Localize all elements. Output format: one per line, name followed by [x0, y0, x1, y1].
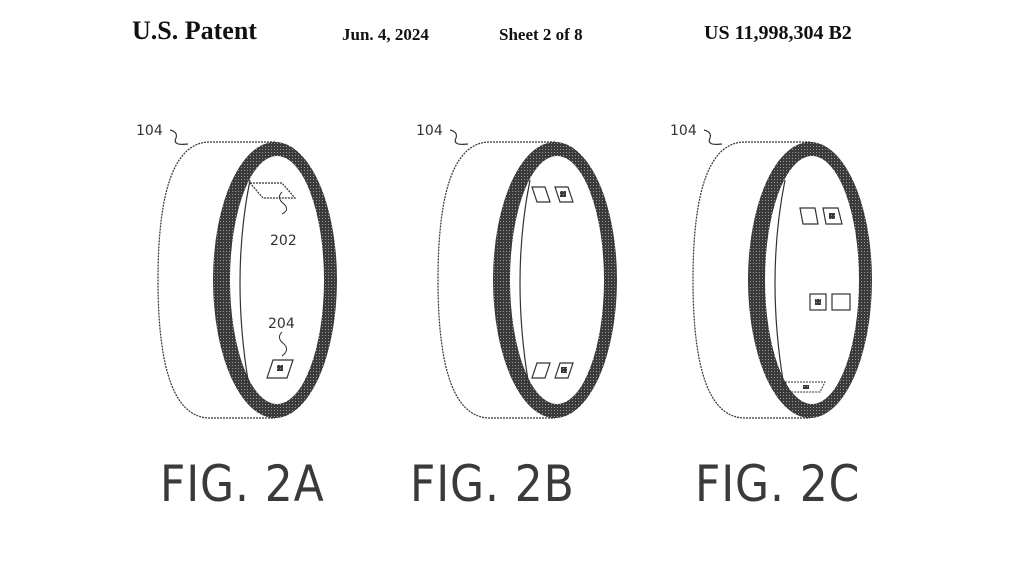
figure-2c-ring-drawing: 104 [670, 123, 872, 419]
ref-204: 204 [268, 316, 295, 332]
caption-fig-2b: FIG. 2B [410, 455, 575, 513]
patent-title: U.S. Patent [132, 16, 257, 45]
ref-202: 202 [270, 233, 297, 249]
sheet-number: Sheet 2 of 8 [499, 25, 583, 44]
figure-2a-ring-drawing: 104 202 204 [136, 123, 337, 419]
figure-2b-ring-drawing: 104 [416, 123, 617, 419]
ref-104: 104 [416, 123, 443, 139]
ref-104: 104 [136, 123, 163, 139]
ref-104: 104 [670, 123, 697, 139]
patent-number: US 11,998,304 B2 [704, 22, 852, 44]
caption-fig-2a: FIG. 2A [160, 455, 325, 513]
caption-fig-2c: FIG. 2C [695, 455, 861, 513]
patent-date: Jun. 4, 2024 [342, 25, 429, 44]
